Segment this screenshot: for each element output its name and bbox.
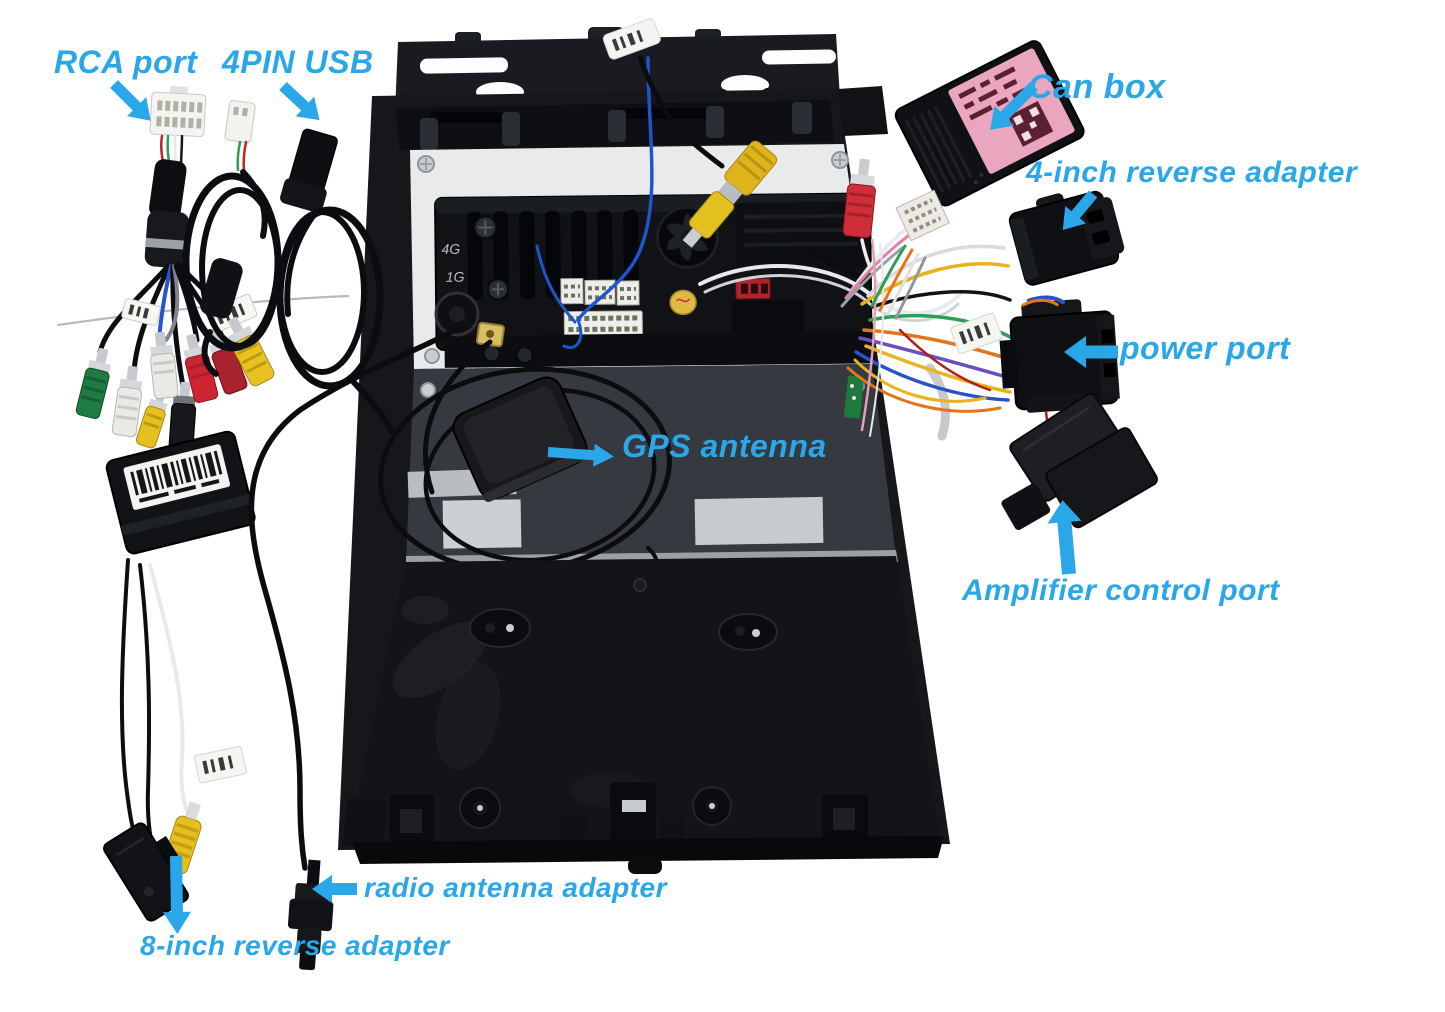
arrow-rca-port: [110, 80, 151, 121]
port-marking-4g: 4G: [441, 241, 460, 257]
board-connectors: [560, 277, 643, 339]
label-radio-antenna-adapter: radio antenna adapter: [364, 872, 668, 903]
blue-wire: [535, 18, 661, 349]
arrow-power-port: [1064, 336, 1118, 368]
reverse-adapter-4inch-connector: [1008, 190, 1125, 286]
arrow-4inch-reverse-adapter: [1062, 190, 1098, 231]
head-unit-mainboard: 4G 1G: [434, 192, 875, 368]
round-sticker: [669, 289, 697, 316]
reverse-black-connector: [103, 822, 189, 922]
label-8inch-reverse-adapter: 8-inch reverse adapter: [140, 930, 450, 961]
antenna-jack: [434, 291, 505, 348]
label-4pin-usb: 4PIN USB: [222, 44, 374, 80]
port-marking-1g: 1G: [446, 269, 465, 285]
rca-plug-white-2: [150, 331, 179, 400]
gps-antenna-puck: [452, 376, 591, 503]
usb-coiled-cable: [276, 128, 395, 435]
reverse-adapter-8inch-assembly: [103, 430, 256, 922]
camera-video-cable: [637, 55, 964, 323]
label-gps-antenna: GPS antenna: [622, 428, 827, 464]
red-rca-plug: [842, 158, 876, 239]
arrow-8inch-reverse-adapter: [162, 855, 191, 934]
callout-arrows: [110, 80, 1118, 934]
arrow-can-box: [990, 82, 1038, 130]
bottom-panel: [342, 556, 944, 874]
rca-harness: [56, 86, 350, 451]
rca-plug-black: [168, 381, 197, 451]
rca-plug-green: [75, 347, 112, 419]
wiring-harness-bundle: [840, 220, 1014, 437]
amplifier-control-port-connectors: [1001, 392, 1158, 530]
usb-connector: [280, 128, 338, 213]
label-can-box: Can box: [1028, 68, 1166, 106]
can-box-connector: [895, 189, 950, 242]
aux-coiled-cable: [182, 100, 282, 377]
arrow-amplifier-control-port: [1047, 500, 1082, 575]
arrow-4pin-usb: [279, 81, 320, 121]
label-amplifier-control-port: Amplifier control port: [962, 574, 1280, 607]
arrow-radio-antenna-adapter: [312, 875, 357, 903]
rca-plug-white-1: [111, 365, 143, 438]
power-port-connector: [999, 295, 1120, 413]
label-power-port: power port: [1120, 330, 1291, 366]
label-4inch-reverse-adapter: 4-inch reverse adapter: [1026, 156, 1358, 189]
yellow-rca-pair: [682, 140, 778, 248]
label-rca-port: RCA port: [54, 44, 198, 80]
arrow-gps-antenna: [547, 443, 614, 467]
